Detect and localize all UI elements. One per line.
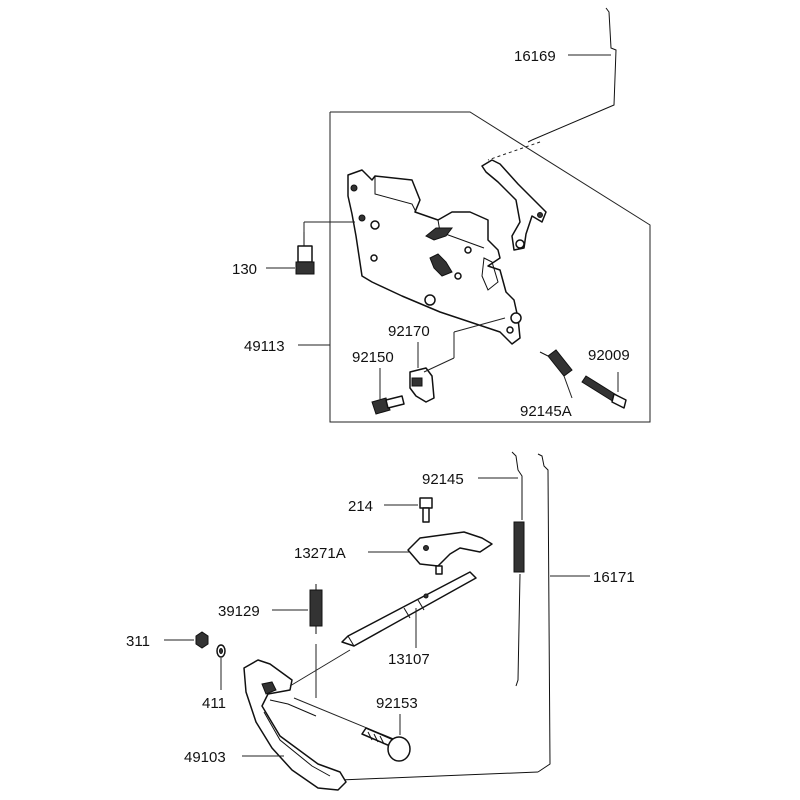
label-92009: 92009	[588, 347, 630, 364]
screw-214	[419, 497, 433, 523]
bolt-92153	[361, 727, 411, 762]
label-49113: 49113	[244, 338, 285, 355]
bolt-92150	[371, 368, 405, 415]
clip-92170	[409, 317, 506, 403]
label-214: 214	[348, 498, 373, 515]
washer-411	[216, 644, 226, 658]
rod-16169	[487, 7, 617, 161]
spring-39129	[309, 584, 323, 698]
assembly-frame-49113	[329, 111, 651, 423]
label-92170: 92170	[388, 323, 430, 340]
label-92145: 92145	[422, 471, 464, 488]
bracket-13271A	[407, 531, 493, 575]
label-13107: 13107	[388, 651, 430, 668]
control-plate	[347, 169, 522, 345]
label-311: 311	[126, 633, 150, 650]
label-16171: 16171	[593, 569, 635, 586]
pedal-arm-49103	[243, 649, 397, 791]
label-411: 411	[202, 695, 226, 712]
nut-311	[195, 631, 209, 649]
label-39129: 39129	[218, 603, 260, 620]
label-92150: 92150	[352, 349, 394, 366]
rod-16171	[339, 453, 551, 781]
label-49103: 49103	[184, 749, 226, 766]
spring-92145A	[539, 349, 573, 399]
label-16169: 16169	[514, 48, 556, 65]
screw-92009	[581, 372, 627, 409]
rod-spring-92145	[511, 451, 525, 687]
label-13271A: 13271A	[294, 545, 346, 562]
label-130: 130	[232, 261, 257, 278]
label-92145A: 92145A	[520, 403, 572, 420]
shaft-13107	[341, 571, 477, 647]
bolt-130	[295, 221, 355, 275]
label-92153: 92153	[376, 695, 418, 712]
lever-arm	[481, 159, 547, 251]
